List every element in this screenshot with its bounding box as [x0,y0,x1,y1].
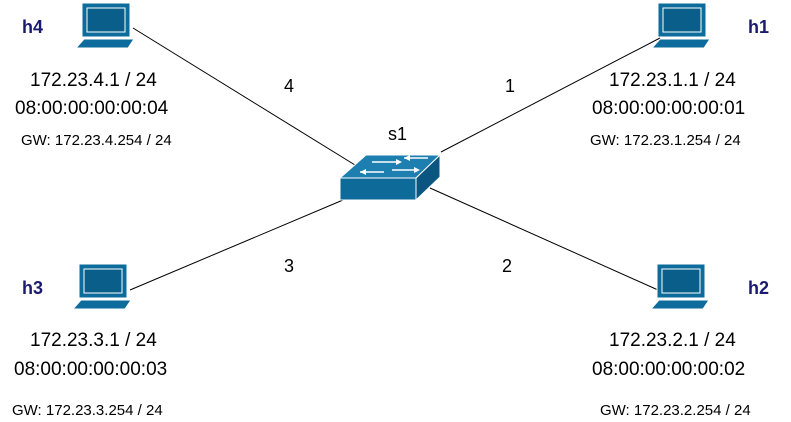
port-label-h1: 1 [505,76,516,96]
host-mac-h4: 08:00:00:00:00:04 [15,98,169,119]
host-label-h2: h2 [748,278,770,298]
host-mac-h1: 08:00:00:00:00:01 [592,98,746,119]
host-ip-h2: 172.23.2.1 / 24 [609,330,736,351]
host-label-h1: h1 [748,17,770,37]
host-label-h3: h3 [22,278,44,298]
port-label-h2: 2 [502,256,513,276]
computer-icon-h4 [74,2,135,49]
switch-label: s1 [388,124,408,144]
host-label-h4: h4 [22,17,44,37]
host-ip-h1: 172.23.1.1 / 24 [609,70,736,91]
switch-icon [338,153,442,202]
port-label-h3: 3 [284,256,295,276]
host-mac-h2: 08:00:00:00:00:02 [592,359,746,380]
host-gw-h1: GW: 172.23.1.254 / 24 [590,132,741,149]
host-ip-h4: 172.23.4.1 / 24 [30,70,157,91]
host-gw-h2: GW: 172.23.2.254 / 24 [600,402,751,419]
host-mac-h3: 08:00:00:00:00:03 [14,359,168,380]
host-gw-h3: GW: 172.23.3.254 / 24 [12,402,163,419]
host-ip-h3: 172.23.3.1 / 24 [30,330,157,351]
computer-icon-h1 [650,2,711,49]
port-label-h4: 4 [284,76,295,96]
computer-icon-h3 [71,263,132,310]
computer-icon-h2 [649,263,710,310]
link-h4-s1 [132,27,356,166]
host-gw-h4: GW: 172.23.4.254 / 24 [21,132,172,149]
link-h1-s1 [440,37,661,153]
link-h2-s1 [429,187,659,291]
link-h3-s1 [129,199,344,291]
